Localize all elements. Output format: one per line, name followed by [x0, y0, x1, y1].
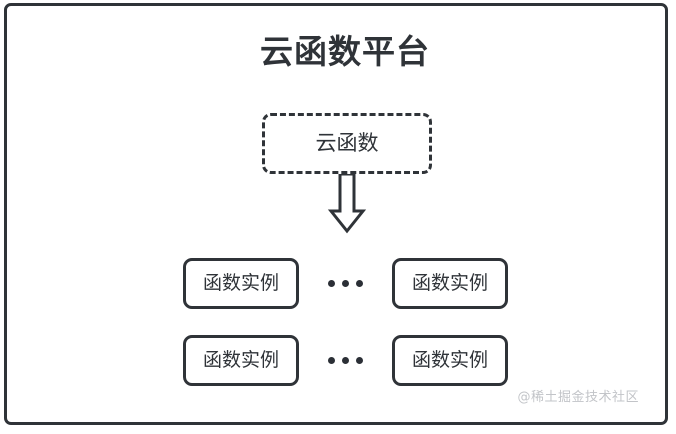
cloud-function-node-label: 云函数	[315, 131, 379, 155]
instance-row-2: 函数实例 函数实例	[183, 335, 508, 386]
ellipsis-dot	[342, 357, 349, 364]
down-block-arrow-icon	[323, 172, 371, 234]
page-title: 云函数平台	[260, 32, 430, 71]
ellipsis-icon	[328, 357, 363, 364]
ellipsis-icon	[328, 280, 363, 287]
function-instance-box[interactable]: 函数实例	[183, 335, 299, 386]
ellipsis-dot	[342, 280, 349, 287]
watermark: @稀土掘金技术社区	[517, 390, 639, 405]
function-instance-box[interactable]: 函数实例	[392, 335, 508, 386]
cloud-function-platform-frame: 云函数平台 云函数 函数实例 函数实例 函数实例	[4, 3, 668, 425]
function-instance-box[interactable]: 函数实例	[183, 258, 299, 309]
instance-row-1: 函数实例 函数实例	[183, 258, 508, 309]
ellipsis-dot	[356, 280, 363, 287]
function-instance-label: 函数实例	[411, 272, 488, 294]
function-instance-label: 函数实例	[202, 272, 279, 294]
cloud-function-node: 云函数	[262, 113, 432, 174]
ellipsis-dot	[356, 357, 363, 364]
ellipsis-dot	[328, 357, 335, 364]
function-instance-label: 函数实例	[202, 349, 279, 371]
function-instance-label: 函数实例	[411, 349, 488, 371]
function-instance-box[interactable]: 函数实例	[392, 258, 508, 309]
ellipsis-dot	[328, 280, 335, 287]
